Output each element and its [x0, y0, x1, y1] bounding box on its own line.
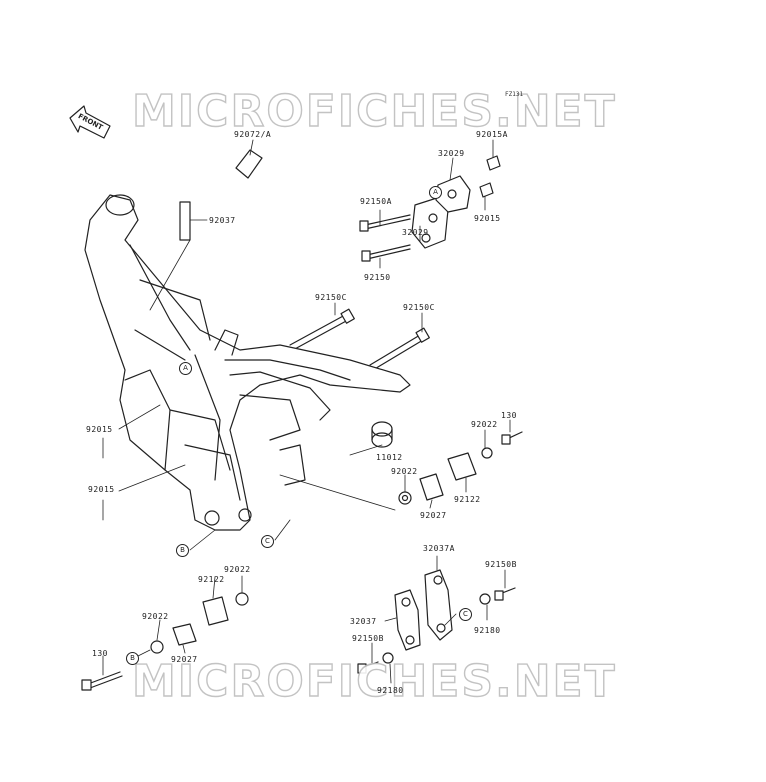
part-label[interactable]: 92150C [315, 293, 347, 302]
part-label[interactable]: 92037 [209, 216, 236, 225]
part-label[interactable]: 92150C [403, 303, 435, 312]
part-label[interactable]: 92015 [86, 425, 113, 434]
part-label[interactable]: 92015 [474, 214, 501, 223]
part-label[interactable]: 92150A [360, 197, 392, 206]
top-small-parts [179, 149, 263, 241]
long-bolts [289, 308, 430, 371]
callout-a: A [429, 186, 442, 199]
part-label[interactable]: 92027 [420, 511, 447, 520]
watermark-top: MICROFICHES.NET [131, 85, 617, 137]
part-label[interactable]: 32029 [402, 228, 429, 237]
callout-c: C [459, 608, 472, 621]
part-label[interactable]: 92022 [142, 612, 169, 621]
main-frame [84, 194, 411, 531]
figure-code: FZ131 [505, 91, 524, 98]
callout-c: C [261, 535, 274, 548]
part-label[interactable]: 92027 [171, 655, 198, 664]
part-label[interactable]: 11012 [376, 453, 403, 462]
callout-b: B [176, 544, 189, 557]
part-label[interactable]: 92022 [471, 420, 498, 429]
part-label[interactable]: 130 [501, 411, 517, 420]
watermark-bottom: MICROFICHES.NET [131, 655, 617, 707]
callout-b: B [126, 652, 139, 665]
part-label[interactable]: 32037A [423, 544, 455, 553]
part-label[interactable]: 92015A [476, 130, 508, 139]
bushing-parts [81, 421, 523, 691]
part-label[interactable]: 32029 [438, 149, 465, 158]
callout-a: A [179, 362, 192, 375]
part-label[interactable]: 92122 [198, 575, 225, 584]
front-arrow-icon [69, 105, 111, 139]
part-label[interactable]: 92150B [485, 560, 517, 569]
part-label[interactable]: 92122 [454, 495, 481, 504]
part-label[interactable]: 92150B [352, 634, 384, 643]
part-label[interactable]: 92072/A [234, 130, 272, 139]
part-label[interactable]: 92180 [377, 686, 404, 695]
part-label[interactable]: 92015 [88, 485, 115, 494]
part-label[interactable]: 92022 [224, 565, 251, 574]
lower-bracket-assembly [357, 569, 516, 674]
upper-bracket-assembly [359, 155, 501, 262]
part-label[interactable]: 92150 [364, 273, 391, 282]
part-label[interactable]: 92022 [391, 467, 418, 476]
leader-lines [102, 139, 511, 684]
part-label[interactable]: 130 [92, 649, 108, 658]
part-label[interactable]: 32037 [350, 617, 377, 626]
part-label[interactable]: 92180 [474, 626, 501, 635]
